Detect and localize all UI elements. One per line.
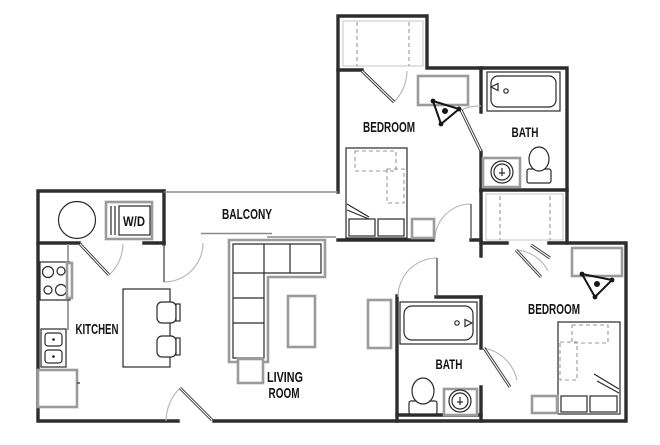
balcony-label: BALCONY <box>222 206 272 223</box>
bedroom1-nightstand <box>410 217 436 240</box>
bath2-toilet <box>408 377 438 415</box>
bath1-tub <box>486 71 561 112</box>
bedroom2-desk <box>570 246 624 278</box>
bedroom2-bed-folds <box>593 373 620 394</box>
closet1-shelf <box>342 20 424 67</box>
coffee-table <box>286 294 317 349</box>
bedroom1-door-arc <box>434 203 472 241</box>
closet2-rod-dashes <box>499 196 551 240</box>
bedroom1-bed-folds <box>346 203 370 220</box>
bath2-side-door-arc <box>483 347 518 381</box>
bedroom2-furniture <box>530 246 624 415</box>
side-table <box>236 357 265 385</box>
exterior-wall-lower-left <box>36 189 180 423</box>
bath1-door-arc <box>460 105 482 111</box>
kitchen-sink <box>40 328 67 368</box>
media-console <box>366 298 393 350</box>
bath2-tub-faucet <box>464 318 474 328</box>
bedroom2-desk-chair <box>579 271 615 300</box>
bedroom1-desk <box>416 74 470 107</box>
exterior-wall-upper-right <box>212 14 628 423</box>
living-room-label-line2: ROOM <box>269 385 300 402</box>
refrigerator <box>36 368 80 409</box>
bedroom1-bed-foot-right <box>377 218 405 237</box>
bedroom2-bed-foot-left <box>560 395 588 413</box>
entry-door-arc <box>165 387 181 422</box>
bath1-sink <box>481 156 522 189</box>
stove <box>39 261 74 301</box>
bedroom2-label: BEDROOM <box>528 301 580 318</box>
water-heater <box>57 200 97 240</box>
bath1-fixtures <box>481 71 561 189</box>
interior-walls <box>36 66 569 423</box>
kitchen-island <box>122 288 181 368</box>
bedroom1-closet <box>342 20 424 67</box>
bedroom1-desk-chair <box>430 98 462 127</box>
sectional-sofa <box>227 238 327 364</box>
corridor-door-arc <box>163 242 204 283</box>
bedroom1-bed-pillow <box>354 150 397 172</box>
bedroom2-door-arc <box>515 249 549 272</box>
bath2-tub <box>399 301 478 345</box>
bedroom1-bed-blanket <box>386 168 405 204</box>
bath1-label: BATH <box>512 124 539 140</box>
bath2-sink <box>442 387 479 417</box>
bedroom2-nightstand <box>530 394 559 415</box>
living-room-furniture <box>227 238 393 385</box>
closet2-shelf <box>485 193 564 241</box>
washer-dryer <box>104 200 154 241</box>
bath2-label: BATH <box>436 356 463 372</box>
kitchen-fixtures <box>36 200 181 409</box>
hall-closet <box>485 193 564 241</box>
closet1-door-arc <box>393 70 408 103</box>
laundry-label: W/D <box>123 213 145 229</box>
bedroom1-furniture <box>345 74 470 240</box>
balcony-sliding-door <box>201 232 336 238</box>
island-chair-1 <box>156 301 181 324</box>
bedroom1-bed-foot-left <box>348 218 376 237</box>
bedroom2-bed-pillow <box>571 324 609 344</box>
bedroom2-bed-blanket <box>559 341 578 381</box>
bath2-fixtures <box>399 301 479 417</box>
laundry-door-arc <box>108 243 124 276</box>
kitchen-label: KITCHEN <box>76 321 119 338</box>
bedroom2-bed-foot-right <box>589 395 618 413</box>
room-labels: BEDROOM BATH BALCONY W/D KITCHEN LIVING … <box>76 119 581 402</box>
island-chair-2 <box>156 335 181 358</box>
bath1-tub-faucet <box>489 82 499 92</box>
living-room-label-line1: LIVING <box>267 369 303 386</box>
bath2-hall-door-arc <box>397 257 438 298</box>
bath1-toilet <box>526 146 552 184</box>
exterior-walls <box>36 14 628 423</box>
closet1-rod-dashes <box>356 22 410 66</box>
bedroom1-label: BEDROOM <box>363 119 415 136</box>
doors <box>78 69 551 422</box>
stove-side-panel <box>65 261 74 300</box>
